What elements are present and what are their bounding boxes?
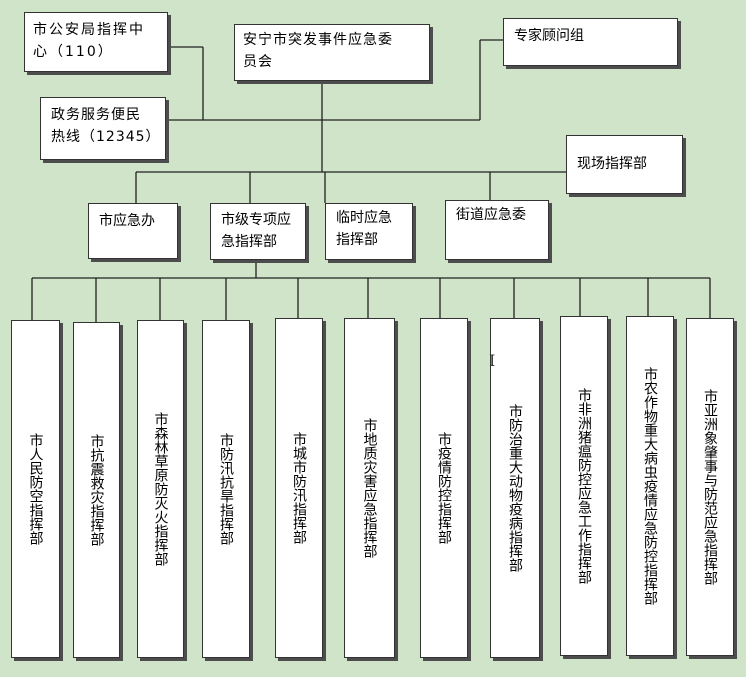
street-label: 街道应急委 — [456, 207, 526, 223]
police-line2: 心（110） — [33, 44, 114, 60]
department-label: 市抗震救灾指挥部 — [88, 434, 105, 546]
department-box-epidemic-control: 市疫情防控指挥部 — [420, 318, 468, 658]
department-label: 市城市防汛指挥部 — [291, 432, 307, 544]
department-label: 市农作物重大病虫疫情应急防控指挥部 — [642, 367, 658, 605]
street-committee-box: 街道应急委 — [445, 200, 549, 260]
department-box-urban-flood: 市城市防汛指挥部 — [275, 318, 323, 658]
site-command-box: 现场指挥部 — [566, 135, 683, 194]
emergency-office-label: 市应急办 — [99, 213, 155, 229]
police-command-center-box: 市公安局指挥中 心（110） — [24, 12, 168, 72]
department-label: 市亚洲象肇事与防范应急指挥部 — [702, 389, 718, 585]
department-label: 市防汛抗旱指挥部 — [218, 433, 234, 545]
committee-line2: 员会 — [243, 54, 273, 70]
department-box-geological-disaster: 市地质灾害应急指挥部 — [344, 318, 395, 658]
experts-label: 专家顾问组 — [514, 28, 584, 44]
special-line2: 急指挥部 — [221, 234, 277, 250]
department-box-forest-fire: 市森林草原防灭火指挥部 — [137, 320, 184, 658]
temporary-line2: 指挥部 — [336, 232, 378, 248]
site-label: 现场指挥部 — [577, 156, 647, 172]
expert-advisory-box: 专家顾问组 — [503, 18, 678, 66]
department-box-civil-air-defense: 市人民防空指挥部 — [11, 320, 60, 658]
hotline-line2: 热线（12345） — [51, 129, 161, 145]
department-box-african-swine-fever: 市非洲猪瘟防控应急工作指挥部 — [560, 316, 608, 656]
department-box-flood-drought: 市防汛抗旱指挥部 — [202, 320, 250, 658]
emergency-office-box: 市应急办 — [88, 203, 178, 259]
hotline-line1: 政务服务便民 — [51, 107, 141, 123]
department-label: 市疫情防控指挥部 — [436, 432, 452, 544]
department-label: 市非洲猪瘟防控应急工作指挥部 — [576, 388, 592, 584]
hotline-box: 政务服务便民 热线（12345） — [40, 97, 166, 160]
police-line1: 市公安局指挥中 — [33, 22, 145, 38]
special-line1: 市级专项应 — [221, 212, 291, 228]
emergency-committee-box: 安宁市突发事件应急委 员会 — [234, 24, 430, 81]
department-label: 市森林草原防灭火指挥部 — [152, 412, 169, 566]
department-box-asian-elephant: 市亚洲象肇事与防范应急指挥部 — [686, 318, 734, 656]
temporary-line1: 临时应急 — [336, 210, 392, 226]
committee-line1: 安宁市突发事件应急委 — [243, 32, 393, 48]
department-label: 市地质灾害应急指挥部 — [361, 418, 378, 558]
department-label: 市人民防空指挥部 — [27, 433, 44, 545]
temporary-command-box: 临时应急 指挥部 — [325, 203, 413, 260]
department-label: 市防治重大动物疫病指挥部 — [507, 404, 523, 572]
department-box-crop-pests: 市农作物重大病虫疫情应急防控指挥部 — [626, 316, 674, 656]
department-box-earthquake-relief: 市抗震救灾指挥部 — [73, 322, 120, 658]
department-box-animal-epidemic: 市防治重大动物疫病指挥部 — [490, 318, 540, 658]
special-command-box: 市级专项应 急指挥部 — [210, 203, 306, 260]
text-cursor-icon: I — [489, 351, 496, 370]
